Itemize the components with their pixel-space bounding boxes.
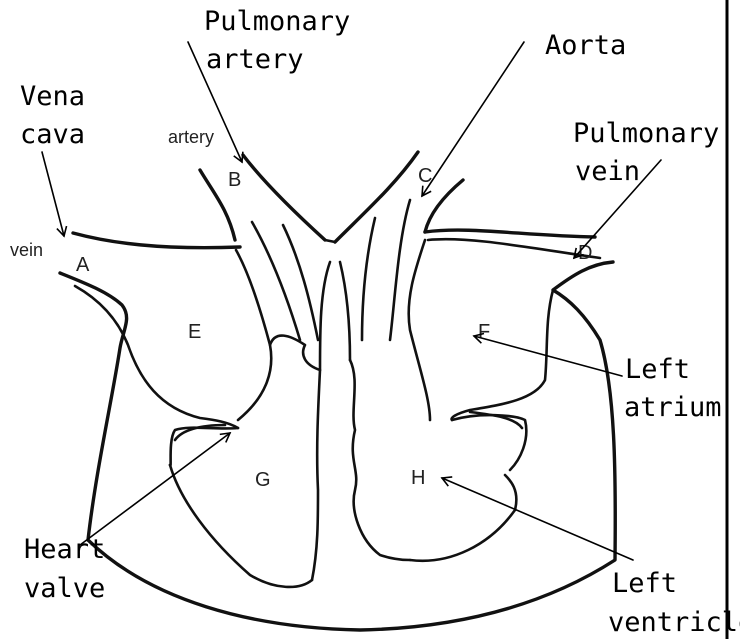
left-atrium-left-wall <box>409 240 430 420</box>
printed-artery-label: artery <box>168 127 214 147</box>
letter-h: H <box>411 467 425 489</box>
septum-top-wall <box>320 262 350 370</box>
aorta-lumen-right <box>390 200 410 340</box>
label-heart-valve-line1: Heart <box>24 534 105 565</box>
label-heart-valve-line2: valve <box>24 573 105 604</box>
right-atrium-lower-wall <box>75 286 238 428</box>
letter-g: G <box>255 469 271 491</box>
aorta-inner-wall <box>335 152 418 242</box>
outer-heart-wall <box>60 262 615 630</box>
arrow-vena-cava <box>42 152 64 236</box>
label-vena-cava-line2: cava <box>20 119 85 150</box>
aorta-lumen-left <box>362 218 375 340</box>
pulmonary-vein-inner-wall <box>428 239 600 258</box>
letter-a: A <box>76 254 90 276</box>
label-pulmonary-artery-line1: Pulmonary <box>204 6 350 37</box>
label-pulmonary-vein-line1: Pulmonary <box>573 118 719 149</box>
pulmonary-artery-lumen-left <box>252 222 300 340</box>
label-left-ventricle-line1: Left <box>612 568 677 599</box>
heart-outline <box>60 152 615 630</box>
label-left-atrium-line2: atrium <box>624 392 722 423</box>
letter-b: B <box>228 169 241 191</box>
label-left-atrium-line1: Left <box>625 354 690 385</box>
arrow-aorta <box>422 42 524 196</box>
right-ventricle-inner-wall <box>170 465 312 587</box>
label-left-ventricle-line2: ventricle <box>608 607 740 638</box>
label-vena-cava-line1: Vena <box>20 81 85 112</box>
septum-left-wall <box>270 336 320 580</box>
septum-right-wall <box>350 360 410 560</box>
right-atrium-wall <box>236 250 271 420</box>
printed-vein-label: vein <box>10 240 43 260</box>
label-pulmonary-artery-line2: artery <box>206 44 304 75</box>
pulmonary-artery-lumen-right <box>283 225 318 340</box>
label-pulmonary-vein-line2: vein <box>575 156 640 187</box>
aorta-outer-wall <box>425 180 463 232</box>
left-atrium-right-wall <box>452 290 553 420</box>
pulmonary-vein-top-wall <box>425 230 595 237</box>
letter-e: E <box>188 321 201 343</box>
vena-cava-top-wall <box>73 233 240 248</box>
label-aorta: Aorta <box>545 30 626 61</box>
